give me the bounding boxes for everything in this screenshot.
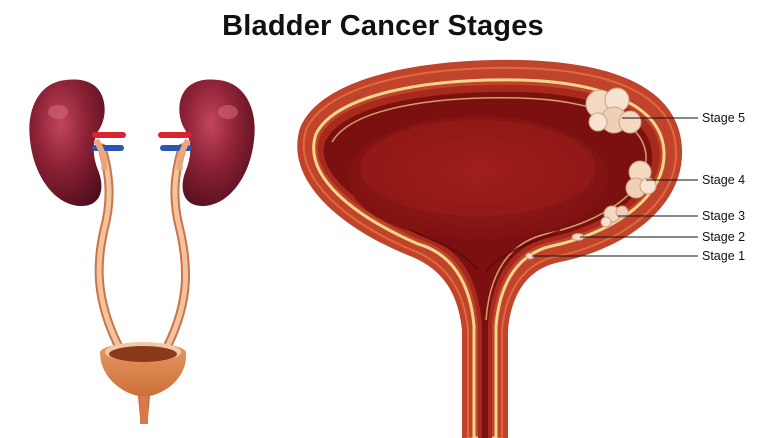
bladder-cross-section [297,59,683,438]
kidney-left-icon [29,79,105,207]
right-artery [158,132,192,138]
leader-lines [532,117,698,257]
tumor-stage-5 [585,87,642,134]
stage-labels: Stage 5 Stage 4 Stage 3 Stage 2 Stage 1 [702,111,745,263]
tumor-stage-3 [600,205,629,228]
kidney-right-icon [179,79,255,207]
diagram-title: Bladder Cancer Stages [222,10,544,42]
stage-1-label: Stage 1 [702,249,745,263]
stage-2-label: Stage 2 [702,230,745,244]
stage-3-label: Stage 3 [702,209,745,223]
left-artery [92,132,126,138]
tumor-stage-4 [625,160,657,199]
stage-5-label: Stage 5 [702,111,745,125]
stage-4-label: Stage 4 [702,173,745,187]
urinary-bladder-small-icon [100,342,187,424]
bladder-lining [312,78,666,438]
urinary-system [29,79,255,424]
